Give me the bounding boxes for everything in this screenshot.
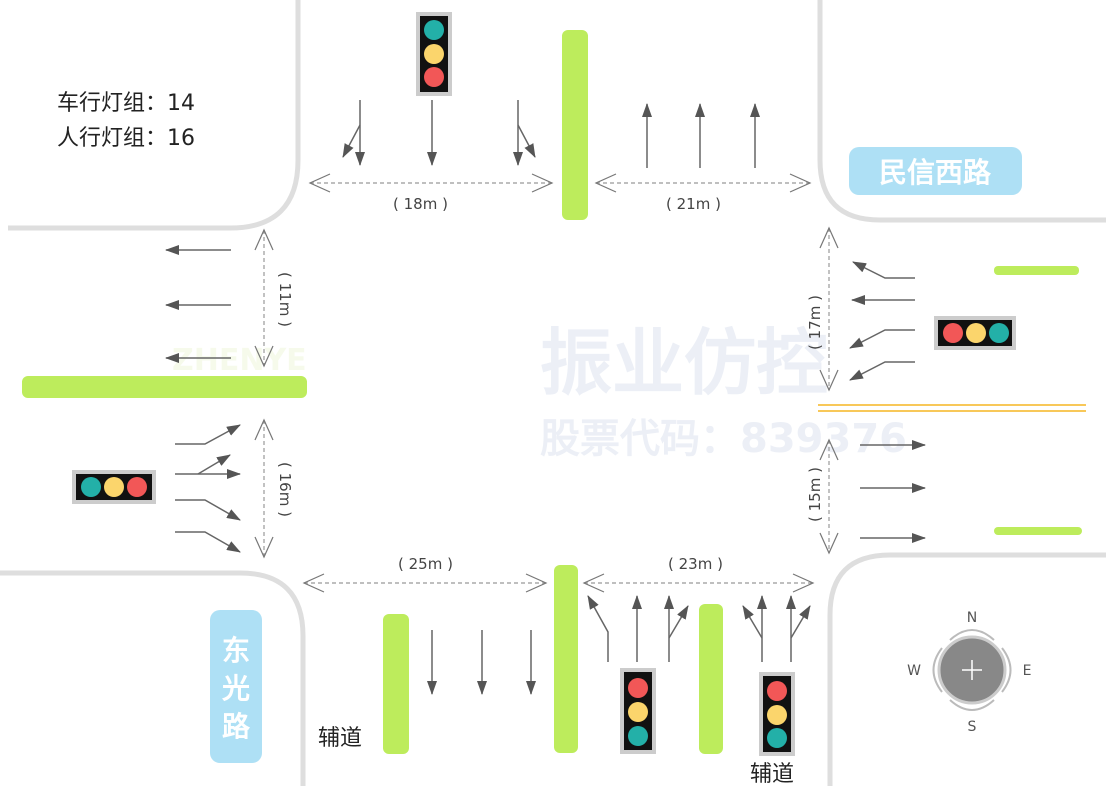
svg-text:S: S <box>968 719 977 735</box>
median-east-upper <box>994 266 1079 275</box>
watermark: 振业仿控 股票代码：839376 ZHENYE <box>172 321 907 462</box>
traffic-light-west <box>72 470 156 504</box>
svg-text:光: 光 <box>221 672 250 705</box>
arrow-left-turn <box>197 454 231 475</box>
svg-text:股票代码：839376: 股票代码：839376 <box>540 416 907 462</box>
arrow-right-turn <box>790 605 811 639</box>
lane-arrows <box>165 100 926 695</box>
compass-icon: N S E W <box>907 610 1031 735</box>
svg-text:路: 路 <box>222 710 251 743</box>
svg-text:( 11m ): ( 11m ) <box>276 272 294 327</box>
traffic-light-east <box>934 316 1016 350</box>
arrow-right-turn <box>175 531 241 553</box>
arrow-right-turn <box>517 124 536 158</box>
arrow-left-turn <box>742 605 763 639</box>
median-south <box>554 565 578 753</box>
medians <box>22 30 1082 754</box>
dimension-lines: ( 18m ) ( 21m ) ( 11m ) ( 16m ) ( 17m ) … <box>254 173 839 593</box>
svg-text:ZHENYE: ZHENYE <box>172 343 307 378</box>
pedestrian-groups-label: 人行灯组：16 <box>57 126 195 151</box>
arrow-left-turn <box>849 361 915 381</box>
svg-text:W: W <box>907 663 921 679</box>
aux-road-label-right: 辅道 <box>750 762 794 786</box>
svg-text:东: 东 <box>222 634 250 667</box>
arrow-left-turn <box>587 595 609 662</box>
road-label-north-south: 东 光 路 <box>210 610 262 763</box>
arrow-right-turn <box>175 499 241 521</box>
svg-text:N: N <box>967 610 977 626</box>
median-east-lower <box>994 527 1082 535</box>
svg-text:E: E <box>1023 663 1032 679</box>
arrow-left-turn <box>849 329 915 349</box>
vehicle-groups-label: 车行灯组：14 <box>57 91 195 116</box>
svg-text:( 15m ): ( 15m ) <box>806 467 824 522</box>
svg-text:( 21m ): ( 21m ) <box>666 195 721 213</box>
median-west <box>22 376 307 398</box>
arrow-right-turn <box>852 261 915 279</box>
median-north <box>562 30 588 220</box>
traffic-light-south-aux <box>759 672 795 756</box>
arrow-right-turn <box>668 605 689 639</box>
aux-road-label-left: 辅道 <box>318 726 362 751</box>
median-south-aux-right <box>699 604 723 754</box>
median-south-aux-left <box>383 614 409 754</box>
svg-text:民信西路: 民信西路 <box>879 156 992 189</box>
svg-text:( 18m ): ( 18m ) <box>393 195 448 213</box>
traffic-light-north <box>416 12 452 96</box>
svg-text:( 16m ): ( 16m ) <box>276 462 294 517</box>
svg-text:( 23m ): ( 23m ) <box>668 555 723 573</box>
svg-text:( 17m ): ( 17m ) <box>806 295 824 350</box>
arrow-left-turn <box>342 124 361 158</box>
arrow-left-turn <box>175 424 241 445</box>
center-line-yellow <box>818 404 1086 412</box>
road-label-east-west: 民信西路 <box>849 147 1022 195</box>
svg-text:( 25m ): ( 25m ) <box>398 555 453 573</box>
traffic-light-south <box>620 668 656 754</box>
svg-text:振业仿控: 振业仿控 <box>540 321 828 405</box>
